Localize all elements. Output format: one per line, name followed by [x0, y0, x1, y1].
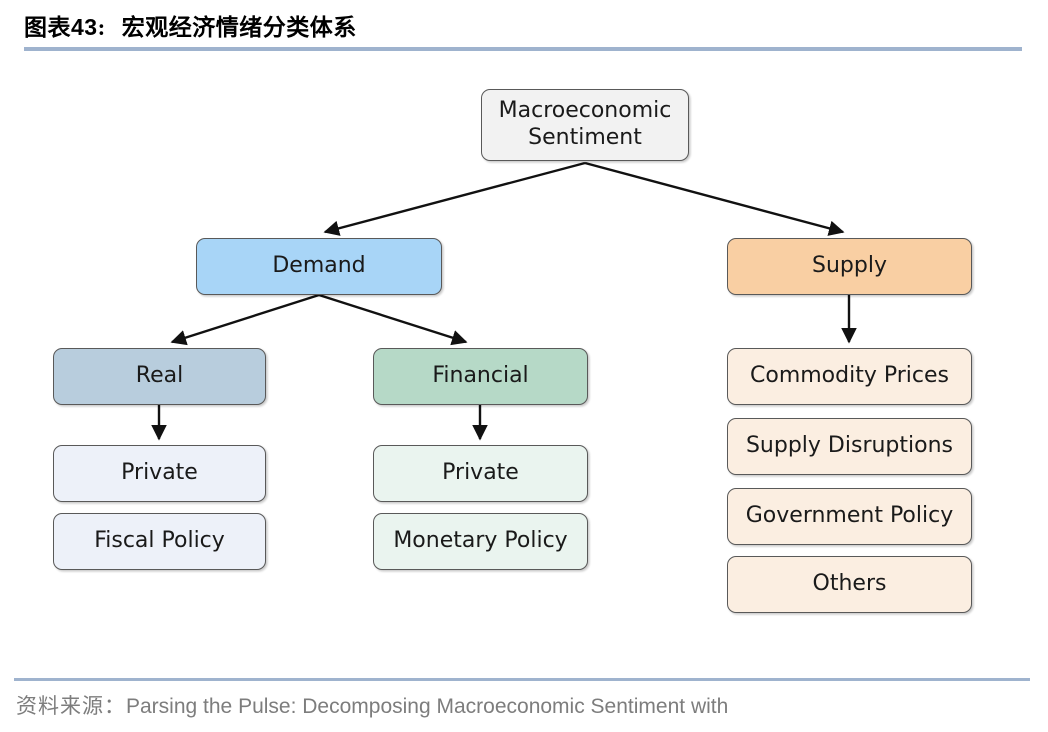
header-divider	[24, 47, 1022, 51]
figure-label: 图表	[24, 15, 71, 40]
edge-demand-to-real	[170, 293, 320, 346]
node-label-commodity-prices: Commodity Prices	[750, 363, 949, 389]
node-label-real-private: Private	[121, 460, 198, 486]
node-label-fiscal-policy: Fiscal Policy	[94, 528, 225, 554]
node-label-financial: Financial	[432, 363, 529, 389]
figure-colon: :	[97, 15, 106, 40]
node-label-supply-disruptions: Supply Disruptions	[745, 433, 954, 459]
node-label-real: Real	[135, 363, 184, 389]
node-government-policy[interactable]: Government Policy	[727, 488, 972, 545]
node-label-line2: Sentiment	[528, 125, 642, 150]
figure-title-text: 宏观经济情绪分类体系	[121, 15, 357, 40]
node-real[interactable]: Real	[53, 348, 266, 405]
figure-number: 43	[71, 14, 98, 40]
source-prefix: 资料来源：	[16, 694, 126, 718]
node-macroeconomic-sentiment[interactable]: Macroeconomic Sentiment	[481, 89, 689, 161]
node-fiscal-policy[interactable]: Fiscal Policy	[53, 513, 266, 570]
diagram-edges	[151, 161, 857, 441]
node-financial[interactable]: Financial	[373, 348, 588, 405]
node-label-monetary-policy: Monetary Policy	[393, 528, 568, 554]
page-title: 图表43: 宏观经济情绪分类体系	[24, 8, 357, 42]
edge-root-to-demand	[323, 161, 586, 236]
node-supply[interactable]: Supply	[727, 238, 972, 295]
node-label-others: Others	[812, 571, 887, 597]
node-financial-private[interactable]: Private	[373, 445, 588, 502]
node-commodity-prices[interactable]: Commodity Prices	[727, 348, 972, 405]
node-label-supply: Supply	[812, 253, 887, 279]
edge-root-to-supply	[584, 161, 845, 236]
source-note: 资料来源：Parsing the Pulse: Decomposing Macr…	[16, 690, 1036, 720]
node-label-financial-private: Private	[442, 460, 519, 486]
hierarchy-diagram: Macroeconomic Sentiment Demand Supply Re…	[0, 56, 1048, 656]
node-label-demand: Demand	[272, 253, 366, 279]
node-real-private[interactable]: Private	[53, 445, 266, 502]
edge-demand-to-financial	[318, 293, 468, 346]
node-others[interactable]: Others	[727, 556, 972, 613]
node-demand[interactable]: Demand	[196, 238, 442, 295]
node-supply-disruptions[interactable]: Supply Disruptions	[727, 418, 972, 475]
node-label-line1: Macroeconomic	[498, 98, 672, 124]
footer-divider	[14, 678, 1030, 681]
node-label-government-policy: Government Policy	[745, 503, 954, 529]
source-text: Parsing the Pulse: Decomposing Macroecon…	[126, 695, 729, 718]
node-monetary-policy[interactable]: Monetary Policy	[373, 513, 588, 570]
